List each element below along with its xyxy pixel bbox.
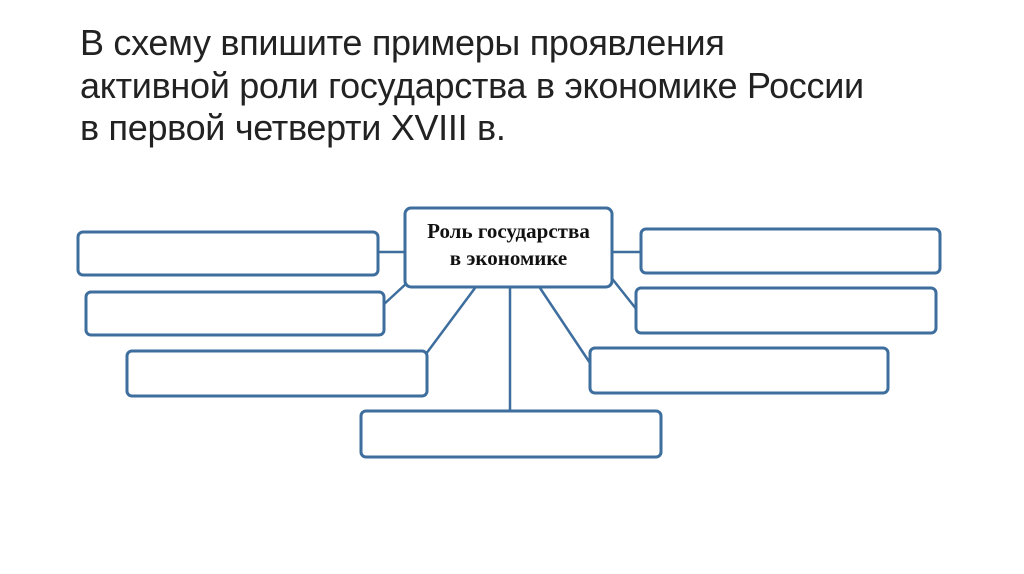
- title-line-3: в первой четверти XVIII в.: [80, 107, 506, 148]
- center-box: [403, 206, 614, 289]
- answer-box-left-1[interactable]: [76, 230, 380, 277]
- connector-right-3: [538, 287, 594, 367]
- answer-box-bottom[interactable]: [359, 409, 663, 459]
- title-line-1: В схему впишите примеры проявления: [80, 22, 725, 63]
- slide-title: В схему впишите примеры проявления актив…: [80, 22, 864, 150]
- center-label-line-1: Роль государства: [427, 219, 590, 243]
- answer-box-left-2[interactable]: [84, 290, 386, 337]
- connector-left-3: [418, 287, 477, 363]
- title-line-2: активной роли государства в экономике Ро…: [80, 64, 864, 106]
- connector-left-2: [381, 281, 409, 307]
- connector-right-2: [609, 275, 638, 311]
- answer-box-right-1[interactable]: [639, 227, 942, 275]
- answer-box-right-2[interactable]: [634, 286, 938, 335]
- answer-box-right-3[interactable]: [588, 346, 890, 395]
- center-label-line-2: в экономике: [449, 246, 568, 270]
- answer-box-left-3[interactable]: [125, 349, 429, 398]
- center-box-label: Роль государства в экономике: [405, 218, 612, 272]
